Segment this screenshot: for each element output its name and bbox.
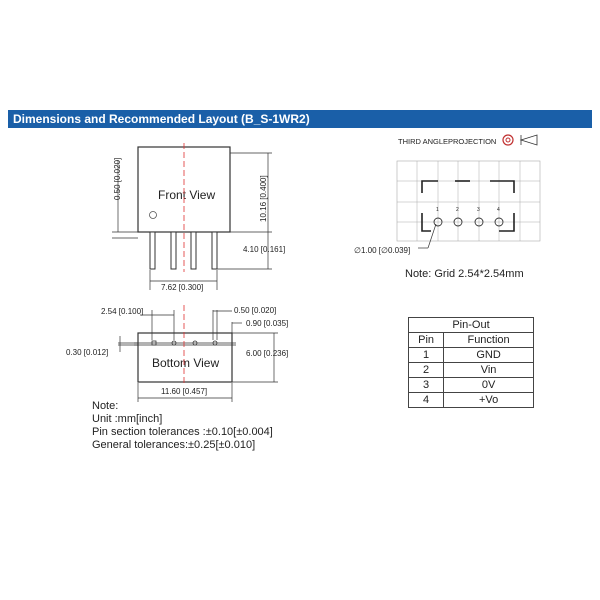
- table-row: 3 0V: [407, 377, 534, 393]
- dim-pin-width: 0.50 [0.020]: [234, 306, 276, 315]
- pinout-header-pin: Pin: [407, 332, 445, 348]
- pin-function: +Vo: [443, 392, 534, 408]
- dim-pin-offset: 0.90 [0.035]: [246, 319, 288, 328]
- dim-top-lead: 0.50 [0.020]: [113, 158, 122, 200]
- pin-function: Vin: [443, 362, 534, 378]
- dim-width: 11.60 [0.457]: [161, 387, 207, 396]
- dim-height: 10.16 [0.400]: [259, 175, 268, 222]
- layout-grid: 1 2 3 4 ∅1.00 [∅0.039]: [354, 160, 541, 255]
- pin-number: 2: [407, 362, 445, 378]
- pin-function: 0V: [443, 377, 534, 393]
- pin1-marker: [149, 211, 157, 219]
- note-line-1: Unit :mm[inch]: [92, 413, 163, 425]
- table-row: 2 Vin: [407, 362, 534, 378]
- bottom-view: Bottom View 2.54 [0.100] 0.50 [0.020] 0.…: [66, 305, 288, 402]
- hole-diameter: ∅1.00 [∅0.039]: [354, 246, 410, 255]
- bottom-view-body: [137, 332, 233, 383]
- layout-pin-2: 2: [456, 207, 459, 213]
- front-view: Front View 0.50 [0.020] 10.16 [0.400] 4.…: [112, 143, 285, 292]
- pinout-table: Pin-Out Pin Function 1 GND 2 Vin 3 0V 4 …: [407, 317, 534, 408]
- front-pin-4: [211, 231, 218, 270]
- table-row: 1 GND: [407, 347, 534, 363]
- note-line-2: Pin section tolerances :±0.10[±0.004]: [92, 426, 273, 438]
- grid-note: Note: Grid 2.54*2.54mm: [405, 268, 524, 280]
- projection-label: THIRD ANGLEPROJECTION: [398, 137, 496, 146]
- table-row: 4 +Vo: [407, 392, 534, 408]
- pin-number: 1: [407, 347, 445, 363]
- dim-pin-thickness: 0.30 [0.012]: [66, 348, 108, 357]
- section-title: Dimensions and Recommended Layout (B_S-1…: [8, 110, 592, 128]
- dim-pitch-total: 7.62 [0.300]: [161, 283, 203, 292]
- pinout-header-function: Function: [443, 332, 534, 348]
- bottom-view-label: Bottom View: [152, 356, 219, 370]
- dim-pin-length: 4.10 [0.161]: [243, 245, 285, 254]
- pin-function: GND: [443, 347, 534, 363]
- pinout-title: Pin-Out: [408, 317, 534, 333]
- layout-pin-1: 1: [436, 207, 439, 213]
- front-pin-3: [190, 231, 197, 270]
- front-view-label: Front View: [158, 188, 215, 202]
- pin-number: 3: [407, 377, 445, 393]
- note-line-3: General tolerances:±0.25[±0.010]: [92, 439, 256, 451]
- pin-number: 4: [407, 392, 445, 408]
- projection-symbol: THIRD ANGLEPROJECTION: [398, 134, 538, 146]
- notes: Note: Unit :mm[inch] Pin section toleran…: [92, 400, 273, 452]
- layout-pin-4: 4: [497, 207, 500, 213]
- notes-title: Note:: [92, 400, 119, 412]
- front-pin-2: [170, 231, 177, 270]
- dim-pitch: 2.54 [0.100]: [101, 307, 143, 316]
- front-pin-1: [149, 231, 156, 270]
- dim-depth: 6.00 [0.236]: [246, 349, 288, 358]
- layout-pin-3: 3: [477, 207, 480, 213]
